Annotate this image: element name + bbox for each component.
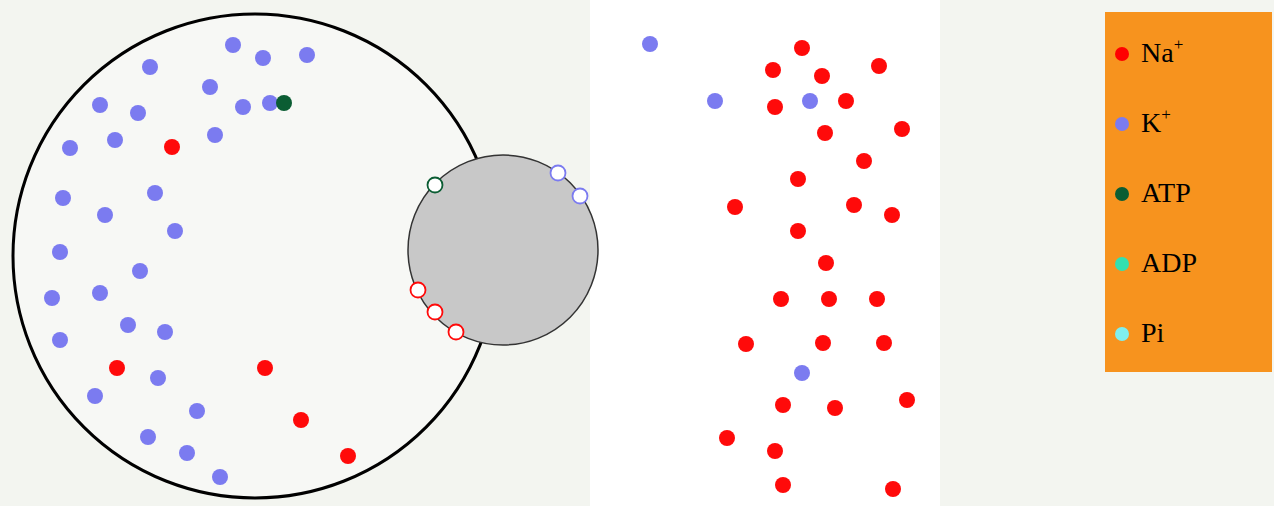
potassium-ion [167, 223, 183, 239]
potassium-ion [132, 263, 148, 279]
potassium-ion [299, 47, 315, 63]
sodium-ion [164, 139, 180, 155]
sodium-site [428, 305, 443, 320]
sodium-ion [773, 291, 789, 307]
legend-label: ATP [1141, 176, 1191, 210]
legend-entry: ADP [1105, 244, 1272, 284]
sodium-ion [818, 255, 834, 271]
sodium-ion [815, 335, 831, 351]
potassium-ion [140, 429, 156, 445]
potassium-ion [55, 190, 71, 206]
sodium-ion [340, 448, 356, 464]
atp-molecule [276, 95, 292, 111]
atp-site [428, 178, 443, 193]
potassium-ion [92, 97, 108, 113]
sodium-ion [738, 336, 754, 352]
sodium-ion [775, 477, 791, 493]
sodium-ion [257, 360, 273, 376]
binding-sites [411, 166, 588, 340]
potassium-ion [130, 105, 146, 121]
legend-entry: ATP [1105, 174, 1272, 214]
sodium-ion [885, 481, 901, 497]
sodium-ion [894, 121, 910, 137]
sodium-ion [814, 68, 830, 84]
potassium-ion [142, 59, 158, 75]
potassium-ion [150, 370, 166, 386]
potassium-ion [147, 185, 163, 201]
potassium-ion [97, 207, 113, 223]
legend-entry: Pi [1105, 314, 1272, 354]
legend-entry: Na+ [1105, 34, 1272, 74]
sodium-ion [794, 40, 810, 56]
sodium-ion [869, 291, 885, 307]
sodium-ion [856, 153, 872, 169]
sodium-ion [719, 430, 735, 446]
legend-swatch [1115, 187, 1129, 201]
potassium-site [551, 166, 566, 181]
potassium-ion [642, 36, 658, 52]
pump-protein [408, 155, 598, 345]
potassium-ion [225, 37, 241, 53]
ions [44, 36, 915, 497]
sodium-ion [767, 443, 783, 459]
potassium-ion [262, 95, 278, 111]
sodium-ion [790, 171, 806, 187]
sodium-ion [876, 335, 892, 351]
potassium-ion [157, 324, 173, 340]
potassium-ion [44, 290, 60, 306]
sodium-ion [846, 197, 862, 213]
legend-swatch [1115, 327, 1129, 341]
sodium-ion [821, 291, 837, 307]
sodium-ion [775, 397, 791, 413]
sodium-site [411, 283, 426, 298]
potassium-ion [235, 99, 251, 115]
sodium-ion [765, 62, 781, 78]
sodium-ion [838, 93, 854, 109]
sodium-ion [293, 412, 309, 428]
potassium-site [573, 189, 588, 204]
potassium-ion [794, 365, 810, 381]
potassium-ion [62, 140, 78, 156]
sodium-ion [767, 99, 783, 115]
legend-label: K+ [1141, 106, 1171, 140]
potassium-ion [202, 79, 218, 95]
sodium-ion [790, 223, 806, 239]
potassium-ion [179, 445, 195, 461]
legend-swatch [1115, 47, 1129, 61]
legend-panel: Na+ K+ ATP ADP Pi [1105, 12, 1272, 372]
legend-label: ADP [1141, 246, 1197, 280]
sodium-site [449, 325, 464, 340]
sodium-ion [827, 400, 843, 416]
sodium-ion [884, 207, 900, 223]
outside-ground [590, 0, 940, 506]
sodium-ion [899, 392, 915, 408]
legend-swatch [1115, 257, 1129, 271]
potassium-ion [207, 127, 223, 143]
legend-entry: K+ [1105, 104, 1272, 144]
potassium-ion [189, 403, 205, 419]
sodium-ion [817, 125, 833, 141]
potassium-ion [107, 132, 123, 148]
legend-label: Na+ [1141, 36, 1183, 70]
sodium-ion [727, 199, 743, 215]
potassium-ion [802, 93, 818, 109]
legend-label: Pi [1141, 316, 1164, 350]
potassium-ion [87, 388, 103, 404]
potassium-ion [52, 244, 68, 260]
potassium-ion [92, 285, 108, 301]
legend-swatch [1115, 117, 1129, 131]
potassium-ion [120, 317, 136, 333]
potassium-ion [255, 50, 271, 66]
potassium-ion [707, 93, 723, 109]
sodium-ion [871, 58, 887, 74]
potassium-ion [212, 469, 228, 485]
potassium-ion [52, 332, 68, 348]
sodium-ion [109, 360, 125, 376]
